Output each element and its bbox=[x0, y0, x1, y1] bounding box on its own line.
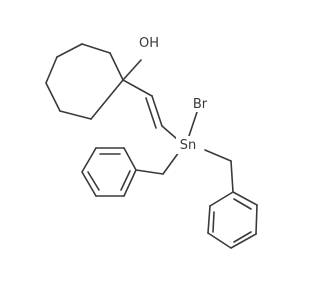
cycloheptane-ring bbox=[45, 43, 124, 120]
svg-text:Br: Br bbox=[193, 97, 208, 112]
molecule-structure: OH Br Sn bbox=[45, 33, 258, 249]
atom-label-br: Br bbox=[189, 95, 211, 112]
benzyl-left bbox=[81, 147, 180, 197]
svg-text:Sn: Sn bbox=[180, 138, 197, 153]
svg-text:OH: OH bbox=[139, 36, 159, 51]
vinyl-linker bbox=[122, 79, 178, 140]
benzyl-right bbox=[204, 149, 258, 249]
sn-br-bond bbox=[188, 111, 198, 137]
atom-label-sn: Sn bbox=[176, 136, 200, 154]
atom-label-oh: OH bbox=[137, 33, 161, 51]
c-oh-bond bbox=[122, 59, 142, 81]
